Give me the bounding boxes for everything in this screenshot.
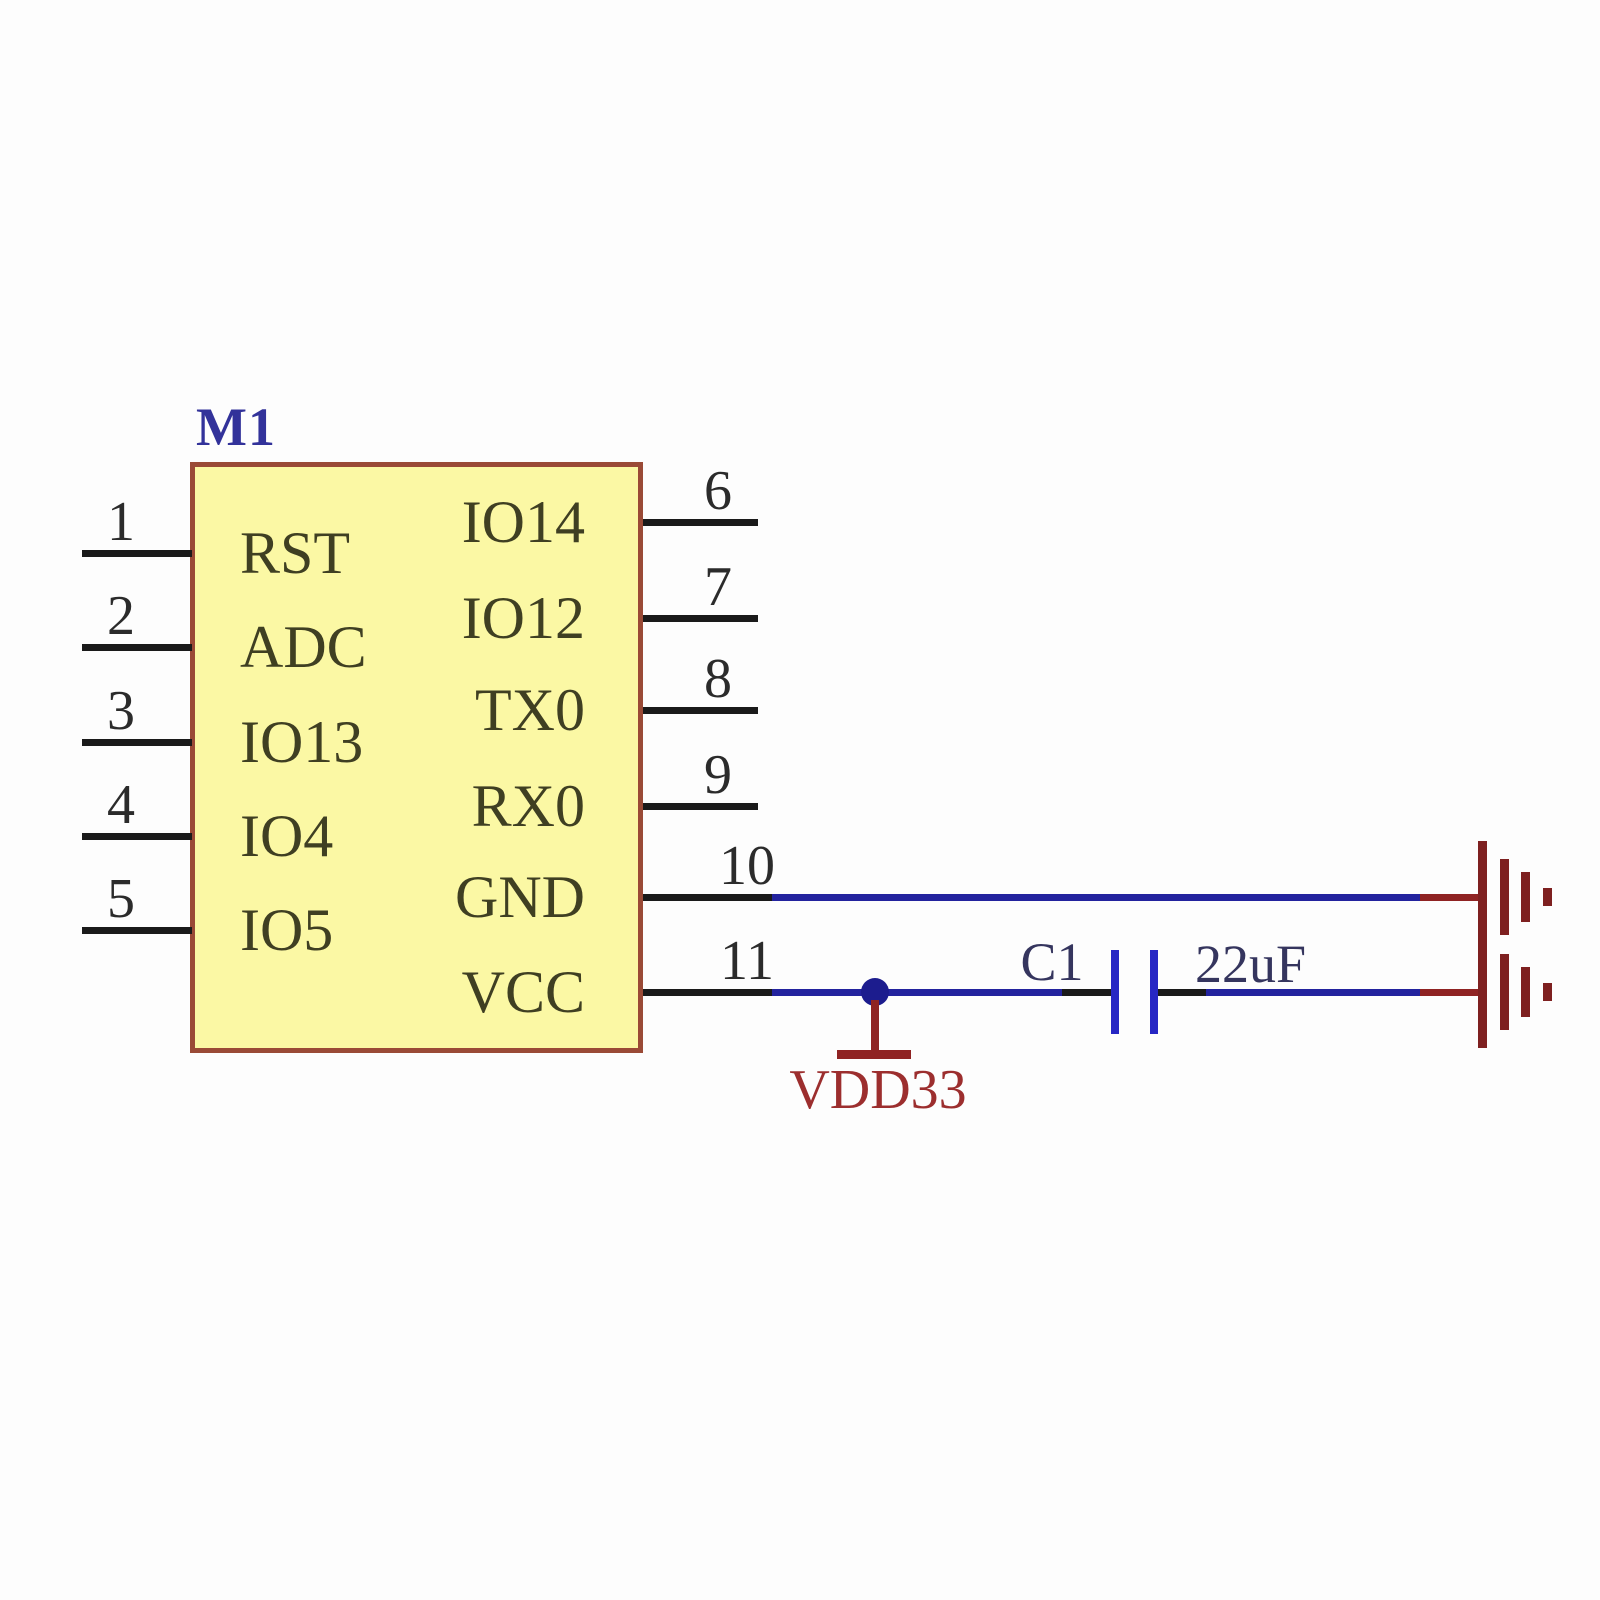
ground-symbol-bottom-bar1 xyxy=(1478,936,1487,1048)
gnd-wire xyxy=(772,894,1420,901)
pin-name-io12: IO12 xyxy=(461,585,585,651)
pin-line-9 xyxy=(643,803,758,810)
pin-line-5 xyxy=(82,927,192,934)
ground-symbol-bottom-bar3 xyxy=(1521,967,1530,1017)
pin-name-io13: IO13 xyxy=(240,709,364,775)
pin-number-6: 6 xyxy=(704,460,732,522)
ic-designator: M1 xyxy=(196,397,276,457)
pin-name-vcc: VCC xyxy=(461,959,585,1025)
pin-name-io14: IO14 xyxy=(461,489,585,555)
pin-number-8: 8 xyxy=(704,648,732,710)
pin-number-2: 2 xyxy=(107,585,135,647)
pin-line-1 xyxy=(82,550,192,557)
ground-symbol-top-bar2 xyxy=(1500,859,1509,935)
pin-number-4: 4 xyxy=(107,774,135,836)
pin-name-adc: ADC xyxy=(240,614,367,680)
vcc-wire-red-segment xyxy=(1420,989,1484,996)
pin-number-10: 10 xyxy=(719,835,775,897)
capacitor-plate-left xyxy=(1111,950,1119,1034)
cap-lead-left xyxy=(1062,989,1111,996)
vcc-wire-after-cap xyxy=(1206,989,1420,996)
ground-symbol-top-bar3 xyxy=(1521,872,1530,922)
vdd-power-symbol-bar xyxy=(837,1050,911,1059)
pin-line-4 xyxy=(82,833,192,840)
ground-symbol-top-bar4 xyxy=(1543,888,1552,906)
pin-line-3 xyxy=(82,739,192,746)
pin-name-rx0: RX0 xyxy=(471,773,585,839)
pin-number-5: 5 xyxy=(107,868,135,930)
pin-number-3: 3 xyxy=(107,680,135,742)
pin-name-gnd: GND xyxy=(455,864,585,930)
ground-symbol-bottom-bar4 xyxy=(1543,983,1552,1001)
pin-line-8 xyxy=(643,707,758,714)
pin-number-9: 9 xyxy=(704,744,732,806)
cap-lead-right xyxy=(1158,989,1206,996)
capacitor-value: 22uF xyxy=(1194,934,1307,994)
pin-line-6 xyxy=(643,519,758,526)
vcc-wire xyxy=(772,989,1062,996)
pin-number-7: 7 xyxy=(704,556,732,618)
pin-name-io5: IO5 xyxy=(240,897,334,963)
vdd-power-symbol-stem xyxy=(871,1000,879,1054)
gnd-wire-red-segment xyxy=(1420,894,1484,901)
pin-number-11: 11 xyxy=(720,930,774,992)
ground-symbol-top-bar1 xyxy=(1478,841,1487,953)
pin-line-11 xyxy=(643,989,772,996)
pin-number-1: 1 xyxy=(107,491,135,553)
pin-name-io4: IO4 xyxy=(240,803,334,869)
pin-line-2 xyxy=(82,644,192,651)
ground-symbol-bottom-bar2 xyxy=(1500,954,1509,1030)
ic-body xyxy=(190,462,643,1053)
capacitor-designator: C1 xyxy=(1020,932,1084,992)
pin-line-10 xyxy=(643,894,772,901)
pin-name-tx0: TX0 xyxy=(475,677,585,743)
capacitor-plate-right xyxy=(1150,950,1158,1034)
pin-line-7 xyxy=(643,615,758,622)
pin-name-rst: RST xyxy=(240,520,351,586)
vdd-net-label: VDD33 xyxy=(789,1059,967,1121)
